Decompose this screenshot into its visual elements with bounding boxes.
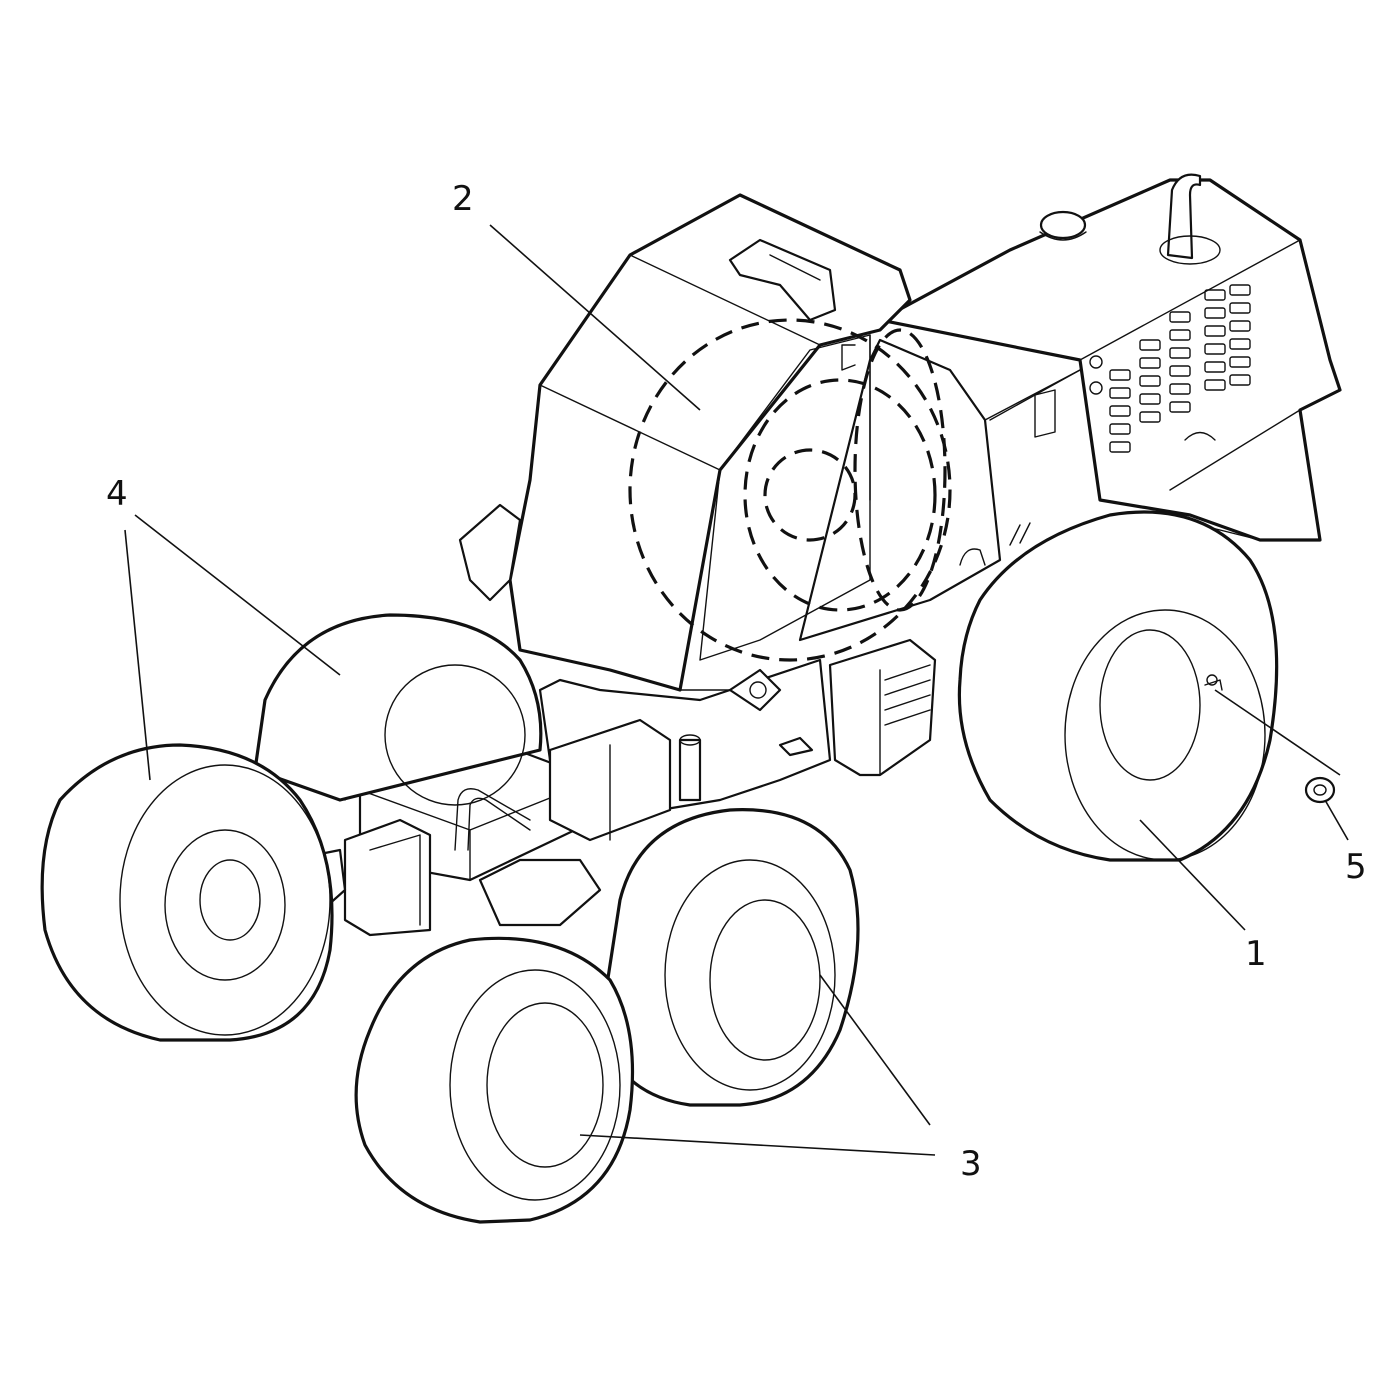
callout-3: 3 — [960, 1144, 982, 1184]
callout-1: 1 — [1245, 934, 1267, 974]
callouts: 2 4 5 1 3 — [106, 179, 1367, 1184]
cab — [458, 193, 912, 692]
callout-2: 2 — [452, 179, 474, 219]
rear-tyres — [40, 613, 543, 1042]
front-tyre — [957, 510, 1279, 862]
hidden-slewing-gear — [628, 318, 952, 662]
front-dual-tyres — [354, 808, 860, 1224]
valve-cap — [1304, 776, 1336, 804]
callout-5: 5 — [1345, 847, 1367, 887]
engine-grille — [1089, 284, 1251, 453]
callout-4: 4 — [106, 474, 128, 514]
leader-lines — [124, 224, 1349, 1156]
